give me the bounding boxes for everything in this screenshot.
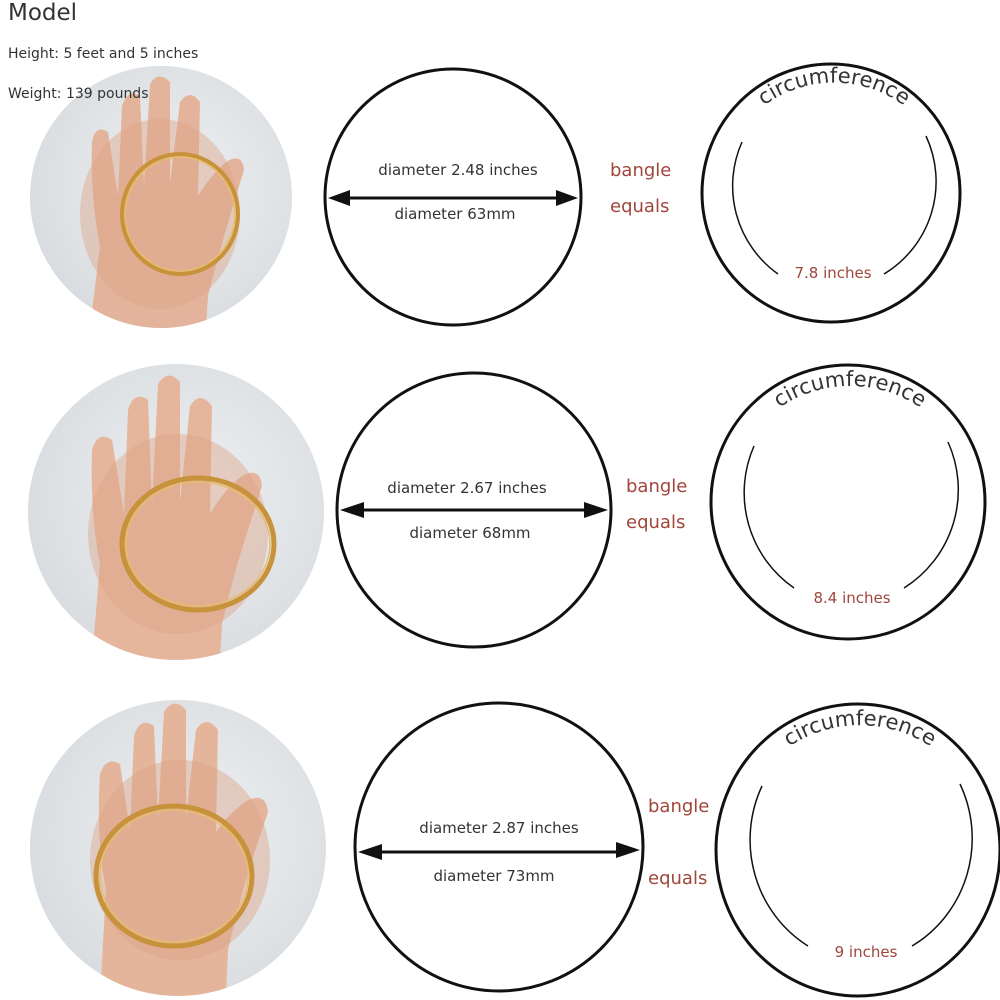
circumference-inner-arc-left [743,445,795,589]
diameter-inches-label: diameter 2.67 inches [387,479,547,497]
circumference-value: 9 inches [834,943,898,961]
diameter-circle-row-1 [322,66,584,328]
diameter-circle-row-3 [352,700,646,994]
circumference-circle-outline [714,702,1000,998]
arrow-right-head [556,190,578,206]
circumference-inner-arc-right [903,441,959,589]
hand-photo-row-1 [30,66,292,328]
circumference-value: 7.8 inches [794,264,872,282]
bangle-label: bangle [648,796,710,817]
diameter-mm-label: diameter 73mm [433,867,555,885]
hand-with-bangle-image [90,703,270,996]
arrow-left-head [358,844,382,860]
circumference-curved-label: circumference [769,367,931,412]
equals-label: equals [626,512,686,533]
hand-photo-row-3 [30,700,326,996]
circumference-curved-label: circumference [779,706,940,751]
bangle-label: bangle [626,476,688,497]
equals-label: equals [610,196,670,217]
diameter-inches-label: diameter 2.87 inches [419,819,579,837]
hand-photo-row-2 [28,364,324,660]
diameter-circle-outline [353,701,645,993]
arrow-left-head [340,502,364,518]
hand-with-bangle-image [80,76,244,328]
circumference-curved-label: circumference [753,63,915,109]
hand-with-bangle-image [88,375,277,660]
circumference-circle-row-1: circumference [700,62,962,324]
diameter-mm-label: diameter 68mm [409,524,531,542]
circumference-circle-outline [700,62,962,324]
circumference-inner-arc-left [731,141,779,275]
circumference-value: 8.4 inches [813,589,891,607]
circumference-circle-outline [709,363,987,641]
bangle-label: bangle [610,160,672,181]
diameter-circle-outline [323,67,583,327]
circumference-inner-arc-right [883,135,937,275]
diameter-mm-label: diameter 63mm [394,205,516,223]
equals-label: equals [648,868,708,889]
diameter-circle-outline [335,371,613,649]
circumference-inner-arc-right [911,783,973,947]
arrow-right-head [616,842,640,858]
diameter-circle-row-2 [334,370,614,650]
circumference-inner-arc-left [749,785,809,947]
circumference-circle-row-3: circumference [712,700,1000,998]
model-height: Height: 5 feet and 5 inches [8,46,199,62]
model-weight: Weight: 139 pounds [8,86,149,102]
arrow-left-head [328,190,350,206]
arrow-right-head [584,502,608,518]
circumference-circle-row-2: circumference [708,362,988,642]
model-title: Model [8,0,78,26]
diameter-inches-label: diameter 2.48 inches [378,161,538,179]
